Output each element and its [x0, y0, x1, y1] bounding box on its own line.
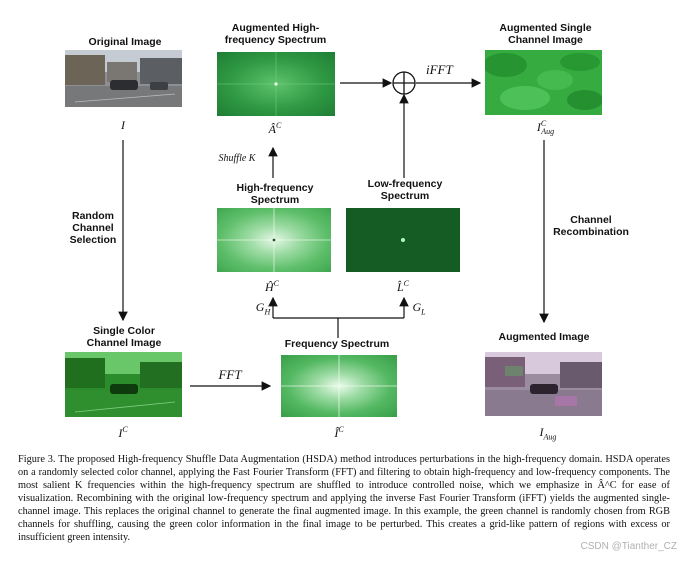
hf-spectrum-title: High-frequency Spectrum: [236, 182, 314, 206]
augmented-image: [485, 352, 602, 416]
augmented-single-channel-image: [485, 50, 602, 115]
symbol-I-c: IC: [118, 425, 128, 440]
watermark: CSDN @Tianther_CZ: [580, 541, 677, 552]
random-channel-selection-label: Random Channel Selection: [69, 210, 117, 246]
augmented-single-channel-title: Augmented Single Channel Image: [499, 22, 592, 46]
hf-spectrum-image: [217, 208, 331, 272]
symbol-I-aug: IAug: [539, 425, 557, 442]
augmented-image-title: Augmented Image: [498, 331, 590, 343]
frequency-spectrum-image: [281, 355, 397, 417]
symbol-I-aug-c: ICAug: [536, 119, 555, 137]
symbol-A-hat-c: ÂC: [268, 121, 282, 136]
original-image-title: Original Image: [88, 36, 162, 48]
connector-arrows: [118, 71, 549, 391]
single-color-channel-image: [65, 352, 182, 417]
augmented-hf-spectrum-title: Augmented High-frequency Spectrum: [224, 22, 327, 46]
symbol-I-hat-c: ÎC: [334, 425, 344, 440]
lf-spectrum-title: Low-frequency Spectrum: [367, 178, 443, 202]
symbol-L-hat-c: L̂C: [396, 279, 410, 294]
ifft-label: iFFT: [426, 62, 453, 77]
lf-spectrum-image: [346, 208, 460, 272]
sum-operator-icon: [392, 71, 416, 95]
channel-recombination-label: Channel Recombination: [553, 214, 629, 238]
symbol-I: I: [121, 118, 125, 132]
shuffle-k-label: Shuffle K: [218, 153, 256, 164]
frequency-spectrum-title: Frequency Spectrum: [284, 338, 390, 350]
figure-caption: Figure 3. The proposed High-frequency Sh…: [18, 454, 670, 543]
fft-label: FFT: [218, 367, 242, 382]
augmented-hf-spectrum-image: [217, 52, 335, 116]
symbol-H-hat-c: ĤC: [264, 279, 279, 294]
symbol-G-L: GL: [412, 300, 426, 317]
original-image: [65, 50, 182, 107]
symbol-G-H: GH: [255, 300, 271, 317]
single-color-channel-title: Single Color Channel Image: [86, 325, 162, 349]
